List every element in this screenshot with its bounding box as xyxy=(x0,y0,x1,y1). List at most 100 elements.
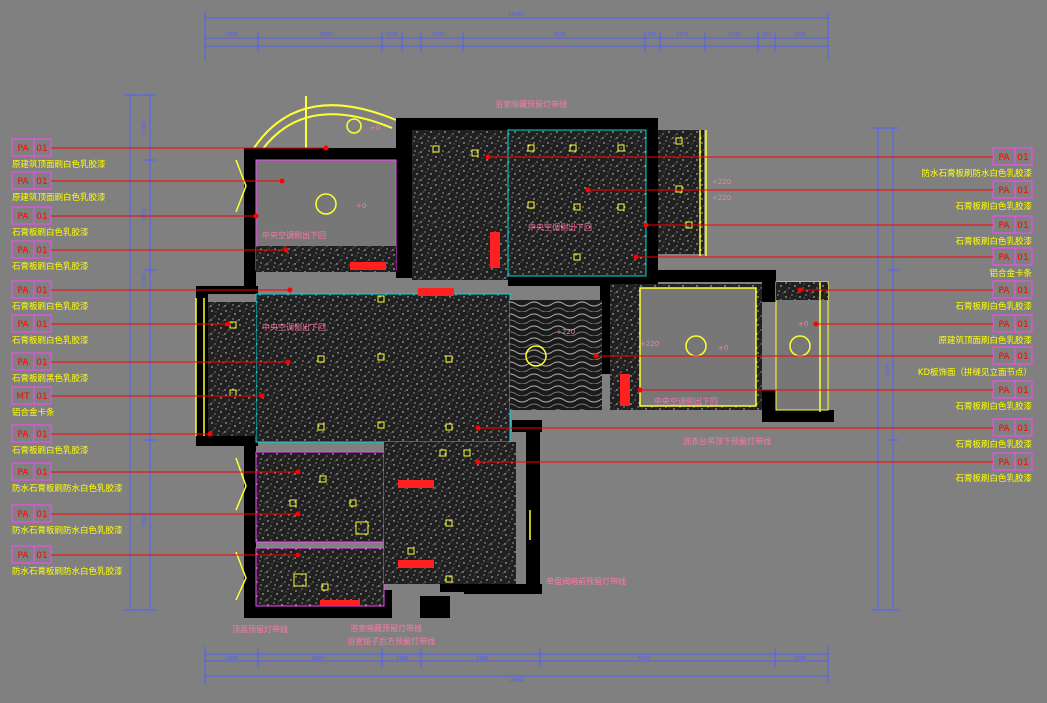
right-tag-4[interactable]: PA 01 铝合金卡条 xyxy=(633,247,1033,279)
tag-num-box xyxy=(1014,147,1033,166)
tag-label: 石膏板刷白色乳胶漆 xyxy=(955,439,1032,450)
note-bath-top: 浴室暗藏预留灯带线 xyxy=(495,99,567,109)
tag-num-box xyxy=(1014,215,1033,234)
tag-code: PA xyxy=(17,320,29,330)
tag-code: PA xyxy=(998,320,1010,330)
tag-label: 石膏板刷白色乳胶漆 xyxy=(12,301,89,312)
top-seg-5: 3100 xyxy=(554,32,567,38)
dining-center xyxy=(639,287,757,407)
tag-label: 石膏板刷白色乳胶漆 xyxy=(955,201,1032,212)
ceiling-fills xyxy=(208,129,829,607)
tag-num-box xyxy=(1014,418,1033,437)
top-seg-10: 1340 xyxy=(794,32,807,38)
tag-num-box xyxy=(1014,452,1033,471)
tag-label: 防水石膏板刷防水白色乳胶漆 xyxy=(12,525,123,536)
tag-num-box xyxy=(1014,380,1033,399)
tag-code: PA xyxy=(17,551,29,561)
bottom-segment-labels: 1300 3900 1100 2100 3500 1340 xyxy=(225,656,807,662)
note-ceiling-strip: 顶面预留灯带线 xyxy=(232,624,288,634)
tag-num: 01 xyxy=(36,551,47,561)
downlights xyxy=(229,137,693,591)
top-segment-labels: 1300 3900 1100 1100 3100 245 1170 1340 2… xyxy=(225,32,807,38)
tag-code: PA xyxy=(17,144,29,154)
top-seg-2: 3900 xyxy=(320,32,333,38)
tag-num: 01 xyxy=(36,430,47,440)
tag-num: 01 xyxy=(36,246,47,256)
tag-label: 防水石膏板刷防水白色乳胶漆 xyxy=(12,566,123,577)
tag-num: 01 xyxy=(1017,153,1028,163)
tag-leader-dot xyxy=(253,213,259,219)
tag-label: 铝合金卡条 xyxy=(989,268,1032,279)
tag-leader-dot xyxy=(287,287,293,293)
note-ac-master: 中央空调侧出下回 xyxy=(528,222,592,232)
tag-leader-dot xyxy=(323,145,329,151)
top-seg-4: 1100 xyxy=(432,32,445,38)
top-seg-3: 1100 xyxy=(386,32,399,38)
level-dining: +0 xyxy=(718,344,728,352)
tag-leader-dot xyxy=(279,178,285,184)
tag-label: 石膏板刷黑色乳胶漆 xyxy=(12,373,89,384)
top-seg-1: 1300 xyxy=(225,32,238,38)
left-seg-4: 3000 xyxy=(142,514,148,527)
tag-code: PA xyxy=(998,352,1010,362)
walls xyxy=(196,118,834,618)
tag-leader-dot xyxy=(225,321,231,327)
tag-label: 原建筑顶面刷白色乳胶漆 xyxy=(12,159,106,170)
kd-board-ceiling xyxy=(510,300,602,410)
tag-code: PA xyxy=(17,358,29,368)
level-bedroom: +0 xyxy=(356,202,366,210)
tag-code: PA xyxy=(17,177,29,187)
tag-num: 01 xyxy=(36,468,47,478)
note-mirror: 浴室镜子后方预留灯带线 xyxy=(347,636,435,646)
tag-leader-dot xyxy=(207,431,213,437)
tag-label: 石膏板刷白色乳胶漆 xyxy=(12,445,89,456)
level-balcony-right-2: +220 xyxy=(712,194,731,202)
tag-num: 01 xyxy=(1017,352,1028,362)
tag-leader-dot xyxy=(813,321,819,327)
note-laundry: 洗衣台吊顶下预留灯带线 xyxy=(683,436,771,446)
left-dimension-chain xyxy=(124,94,156,611)
tag-label: 石膏板刷白色乳胶漆 xyxy=(955,236,1032,247)
left-tag-12[interactable]: PA 01 防水石膏板刷防水白色乳胶漆 xyxy=(11,545,301,577)
tag-label: 防水石膏板刷防水白色乳胶漆 xyxy=(921,168,1032,179)
tag-num-box xyxy=(1014,314,1033,333)
tag-leader-dot xyxy=(637,387,643,393)
tag-code: PA xyxy=(17,212,29,222)
tag-num: 01 xyxy=(1017,253,1028,263)
tag-leader-dot xyxy=(797,287,803,293)
tag-num-box xyxy=(1014,280,1033,299)
tag-leader-dot xyxy=(485,154,491,160)
level-balcony-right-1: +220 xyxy=(712,178,731,186)
tag-code: PA xyxy=(17,246,29,256)
tag-code: PA xyxy=(998,386,1010,396)
tag-code: PA xyxy=(998,253,1010,263)
master-ceiling xyxy=(507,129,647,277)
level-kitchen: +0 xyxy=(798,320,808,328)
left-seg-2: 1800 xyxy=(142,209,148,222)
tag-num: 01 xyxy=(36,510,47,520)
top-seg-9: 270 xyxy=(762,32,772,38)
